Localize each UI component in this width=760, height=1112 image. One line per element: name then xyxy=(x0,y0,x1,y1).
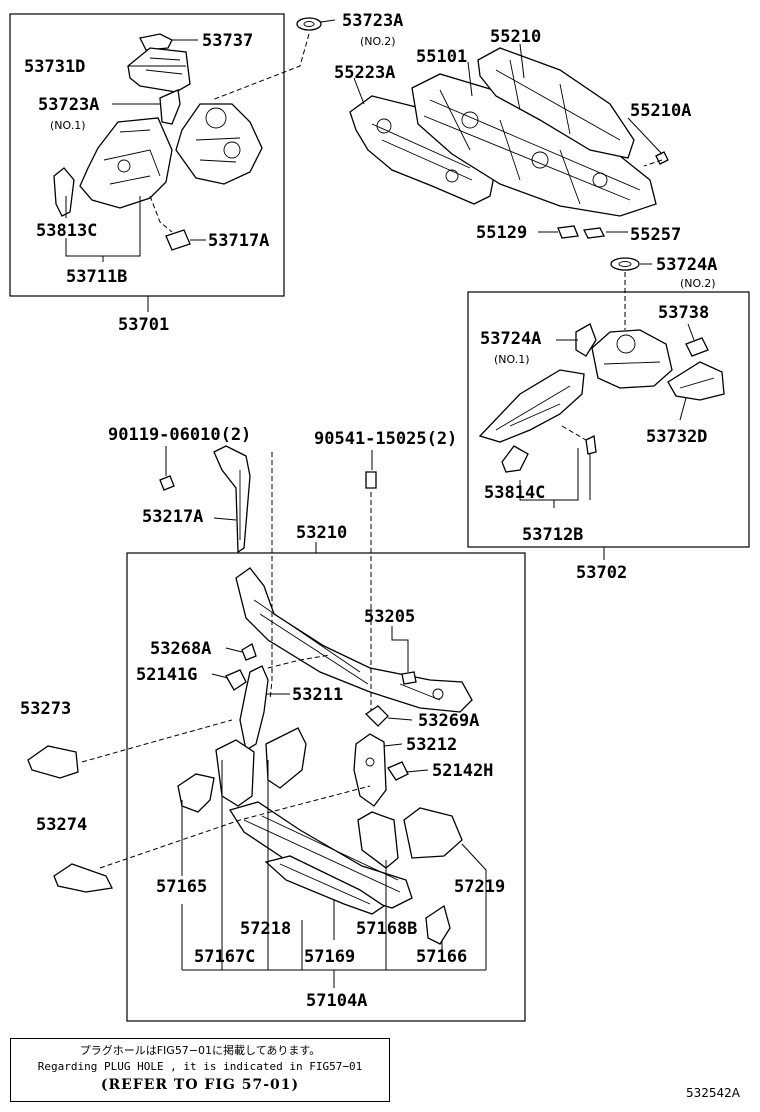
part-labels: 53737 53731D 53723A (NO.1) 53813C 53717A… xyxy=(20,11,717,1011)
assembly-frame-53702 xyxy=(467,291,750,548)
label-90541-15025: 90541-15025(2) xyxy=(314,429,457,449)
label-53723A-no1: 53723A xyxy=(38,95,99,115)
label-55129: 55129 xyxy=(476,223,527,243)
label-53724A-no2: 53724A xyxy=(656,255,717,275)
label-53724A-no2-sub: (NO.2) xyxy=(680,277,716,290)
part-53210-drawing xyxy=(235,567,473,713)
part-57104A-lower-crossmember-drawing xyxy=(228,801,413,915)
bolt-90119-drawing xyxy=(159,475,175,491)
note-english: Regarding PLUG HOLE , it is indicated in… xyxy=(37,1060,363,1073)
label-57168B: 57168B xyxy=(356,919,417,939)
reference-note-box: プラグホールはFIG57−01に掲載してあります。 Regarding PLUG… xyxy=(10,1038,390,1102)
leader-lines xyxy=(65,19,695,988)
label-55101: 55101 xyxy=(416,47,467,67)
label-57166: 57166 xyxy=(416,947,467,967)
assembly-frame-53210 xyxy=(126,552,526,1022)
assembly-lines xyxy=(81,33,663,869)
label-55257: 55257 xyxy=(630,225,681,245)
label-53210: 53210 xyxy=(296,523,347,543)
label-57219: 57219 xyxy=(454,877,505,897)
label-53274: 53274 xyxy=(36,815,87,835)
label-52142H: 52142H xyxy=(432,761,493,781)
part-53731D-drawing xyxy=(127,47,191,93)
part-53205-drawing xyxy=(401,671,417,685)
label-57165: 57165 xyxy=(156,877,207,897)
part-53814C-drawing xyxy=(501,445,529,473)
label-55210A: 55210A xyxy=(630,101,691,121)
part-53217A-drawing xyxy=(213,445,251,554)
label-53724A-no1: 53724A xyxy=(480,329,541,349)
part-53211-drawing xyxy=(239,665,269,752)
label-53205: 53205 xyxy=(364,607,415,627)
label-90119-06010: 90119-06010(2) xyxy=(108,425,251,445)
label-53702: 53702 xyxy=(576,563,627,583)
label-57167C: 57167C xyxy=(194,947,255,967)
label-53212: 53212 xyxy=(406,735,457,755)
part-apron-right-drawing xyxy=(478,369,585,443)
label-55223A: 55223A xyxy=(334,63,395,83)
part-right-side-members-drawing xyxy=(357,807,463,945)
label-53217A: 53217A xyxy=(142,507,203,527)
part-53737-drawing xyxy=(139,33,173,51)
part-suspension-tower-left-drawing xyxy=(175,103,263,185)
label-53268A: 53268A xyxy=(150,639,211,659)
part-53813C-drawing xyxy=(53,167,75,217)
label-53814C: 53814C xyxy=(484,483,545,503)
label-53737: 53737 xyxy=(202,31,253,51)
label-53738: 53738 xyxy=(658,303,709,323)
label-53273: 53273 xyxy=(20,699,71,719)
label-53813C: 53813C xyxy=(36,221,97,241)
part-53732D-drawing xyxy=(667,361,725,401)
label-53211: 53211 xyxy=(292,685,343,705)
bolt-90541-drawing xyxy=(365,471,377,489)
part-55129-drawing xyxy=(557,225,579,239)
label-53717A: 53717A xyxy=(208,231,269,251)
label-53269A: 53269A xyxy=(418,711,479,731)
label-55210: 55210 xyxy=(490,27,541,47)
assembly-frame-53701 xyxy=(9,13,285,297)
part-apron-left-drawing xyxy=(79,117,173,209)
part-53269A-drawing xyxy=(364,705,389,727)
part-53268A-drawing xyxy=(241,643,257,661)
part-55210-drawing xyxy=(477,47,635,159)
part-53723A-no1-drawing xyxy=(159,89,181,125)
note-reference: (REFER TO FIG 57-01) xyxy=(100,1077,300,1093)
label-57218: 57218 xyxy=(240,919,291,939)
label-53712B: 53712B xyxy=(522,525,583,545)
part-53723A-no2-drawing xyxy=(296,17,322,31)
label-53701: 53701 xyxy=(118,315,169,335)
part-52141G-drawing xyxy=(225,669,247,691)
part-55101-drawing xyxy=(411,73,657,217)
label-53723A-no2: 53723A xyxy=(342,11,403,31)
label-53732D: 53732D xyxy=(646,427,707,447)
label-53724A-no1-sub: (NO.1) xyxy=(494,353,530,366)
part-suspension-tower-right-drawing xyxy=(591,329,673,389)
part-53212-drawing xyxy=(353,733,387,807)
label-52141G: 52141G xyxy=(136,665,197,685)
label-57104A: 57104A xyxy=(306,991,367,1011)
part-53274-drawing xyxy=(53,863,113,893)
note-japanese: プラグホールはFIG57−01に掲載してあります。 xyxy=(79,1044,321,1057)
label-53731D: 53731D xyxy=(24,57,85,77)
part-52142H-drawing xyxy=(387,761,409,781)
label-57169: 57169 xyxy=(304,947,355,967)
part-55223A-drawing xyxy=(349,95,495,205)
part-53724A-no2-drawing xyxy=(610,257,640,271)
part-55257-drawing xyxy=(583,227,605,239)
part-53717A-drawing xyxy=(165,229,191,251)
part-53273-drawing xyxy=(27,745,79,779)
label-53711B: 53711B xyxy=(66,267,127,287)
part-left-side-members-drawing xyxy=(177,727,307,813)
part-53724A-no1-drawing xyxy=(575,323,597,357)
label-53723A-no1-sub: (NO.1) xyxy=(50,119,86,132)
figure-code: 532542A xyxy=(686,1086,741,1100)
part-53738-drawing xyxy=(685,337,709,357)
label-53723A-no2-sub: (NO.2) xyxy=(360,35,396,48)
part-53712B-clip-drawing xyxy=(585,435,597,455)
